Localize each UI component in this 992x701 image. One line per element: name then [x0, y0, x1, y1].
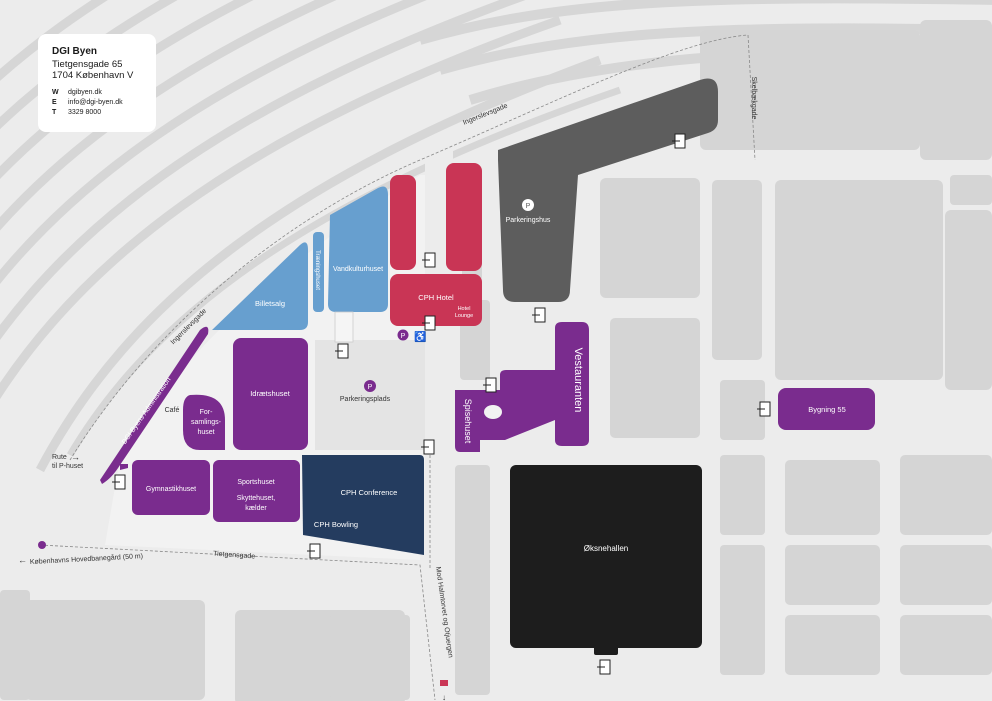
label-forsamlingshuset-2: samlings- [191, 419, 222, 426]
entrance-icon [422, 252, 436, 268]
entrance-icon [757, 401, 771, 417]
administration-building[interactable] [100, 326, 209, 484]
billetsalg-building[interactable] [212, 242, 308, 330]
address-line-1: Tietgensgade 65 [52, 59, 123, 70]
cph-conference-building[interactable] [302, 455, 424, 555]
label-parkeringshus: Parkeringshus [506, 217, 551, 224]
parking-markers: P P P ♿ [364, 199, 534, 392]
label-oksnehallen: Øksnehallen [584, 544, 628, 553]
sportshuset-building[interactable] [213, 460, 300, 522]
parking-icon-label: P [401, 333, 406, 340]
parkeringshus-building[interactable] [498, 78, 718, 303]
label-cph-conference: CPH Conference [341, 488, 398, 497]
arrow-right-icon: → [71, 452, 80, 462]
label-traeningshuset: Træningshuset [314, 250, 320, 290]
accessibility-icon: ♿ [414, 330, 426, 343]
label-cph-hotel: CPH Hotel [418, 293, 454, 302]
oksnehallen-building[interactable] [510, 465, 702, 648]
route-label-2: til P-huset [52, 463, 83, 470]
hotel-wing-west[interactable] [390, 175, 416, 270]
parking-icon [397, 329, 409, 341]
entrance-icon [335, 343, 349, 359]
phone-key: T [52, 109, 57, 116]
dark-labels: Parkeringsplads Café [165, 396, 391, 414]
label-billetsalg: Billetsalg [255, 299, 285, 308]
entrance-icons [112, 133, 771, 675]
arrow-down-icon: ↓ [442, 693, 446, 701]
route-flag-icon [440, 680, 448, 686]
hotel-wing-east[interactable] [446, 163, 482, 271]
arrow-left-icon: ← [18, 555, 27, 565]
label-sportshuset: Sportshuset [237, 479, 274, 486]
label-forsamlingshuset-3: huset [197, 429, 214, 436]
label-vandkulturhuset: Vandkulturhuset [333, 266, 383, 273]
email-link[interactable]: info@dgi-byen.dk [68, 99, 123, 106]
label-hotel-lounge-2: Lounge [455, 313, 473, 319]
phone-row[interactable]: T 3329 8000 [52, 109, 101, 116]
label-parkeringsplads: Parkeringsplads [340, 396, 391, 403]
address-line-2: 1704 København V [52, 70, 134, 81]
label-gymnastikhuset: Gymnastikhuset [146, 486, 196, 493]
parking-icon-label: P [368, 384, 373, 391]
dashed-routes [39, 34, 756, 701]
route-flag-icon [120, 464, 128, 470]
label-bygning55: Bygning 55 [808, 405, 846, 414]
email-key: E [52, 99, 57, 106]
vandkulturhuset-building[interactable] [328, 186, 388, 312]
parking-lot-area [315, 340, 425, 450]
oksnehallen-entrance-step [594, 645, 618, 655]
spisehuset-courtyard [484, 405, 502, 419]
venue-address: Tietgensgade 65 1704 København V [52, 59, 133, 81]
cph-hotel-building[interactable] [390, 274, 482, 326]
venue-name: DGI Byen [52, 46, 98, 57]
entrance-icon [532, 307, 546, 323]
label-cph-bowling: CPH Bowling [314, 520, 358, 529]
label-skyttehuset-1: Skyttehuset, [237, 495, 276, 502]
route-label-1: Rute [52, 454, 67, 461]
street-tietgensgade: Tietgensgade [213, 551, 256, 561]
web-key: W [52, 89, 59, 96]
entrance-icon [422, 315, 436, 331]
entrance-icon [483, 377, 497, 393]
label-forsamlingshuset-1: For- [200, 409, 214, 416]
label-cafe: Café [165, 407, 180, 414]
label-idraetshuset: Idrætshuset [250, 389, 291, 398]
entrance-icon [597, 659, 611, 675]
idraetshuset-building[interactable] [233, 338, 308, 450]
city-blocks [0, 20, 992, 701]
station-dot [38, 541, 46, 549]
street-skelbaekgade: Skelbækgade [750, 77, 757, 120]
gymnastikhuset-building[interactable] [132, 460, 210, 515]
parking-icon [364, 380, 376, 392]
web-link[interactable]: dgibyen.dk [68, 89, 102, 96]
entrance-icon [307, 543, 321, 559]
traeningshuset-building[interactable] [313, 232, 324, 312]
stairs [334, 311, 354, 343]
label-skyttehuset-2: kælder [245, 505, 267, 512]
parking-icon-label: P [526, 203, 531, 210]
entrance-icon [421, 439, 435, 455]
venue-info-card: DGI Byen Tietgensgade 65 1704 København … [38, 34, 156, 132]
phone-number[interactable]: 3329 8000 [68, 109, 102, 116]
entrance-icon [672, 133, 686, 149]
bygning55-building[interactable] [778, 388, 875, 430]
entrance-icon [112, 474, 126, 490]
label-vesterauranten: Vestauranten [572, 348, 584, 413]
label-spisehuset: Spisehuset [463, 399, 473, 444]
label-hotel-lounge-1: Hotel [458, 306, 471, 312]
vesterauranten-building[interactable] [455, 322, 589, 452]
parking-icon [522, 199, 534, 211]
forsamlingshuset-building[interactable] [183, 394, 225, 450]
